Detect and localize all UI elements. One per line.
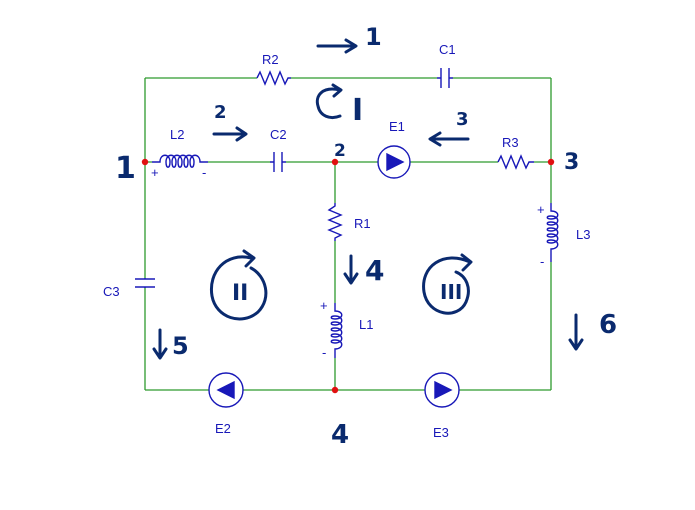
components bbox=[135, 68, 559, 408]
node-2-dot bbox=[331, 158, 339, 166]
branch-2-label: 2 bbox=[214, 102, 227, 123]
source-e1 bbox=[377, 145, 411, 179]
node-2-label: 2 bbox=[334, 141, 346, 161]
polarity-l1-plus: + bbox=[320, 298, 328, 313]
polarity-l1-minus: - bbox=[322, 345, 326, 360]
current-arrow-1 bbox=[316, 38, 358, 54]
current-arrow-3 bbox=[428, 131, 470, 147]
node-3-dot bbox=[547, 158, 555, 166]
label-r3: R3 bbox=[502, 135, 519, 150]
label-r1: R1 bbox=[354, 216, 371, 231]
label-c3: C3 bbox=[103, 284, 120, 299]
inductor-l1 bbox=[330, 303, 343, 358]
capacitor-c1 bbox=[437, 68, 453, 88]
node-4-dot bbox=[331, 386, 339, 394]
nodes bbox=[141, 158, 555, 394]
polarity-l2-plus: + bbox=[151, 165, 159, 180]
label-c2: C2 bbox=[270, 127, 287, 142]
loop-arrow-2 bbox=[209, 249, 268, 321]
loop-2-label: II bbox=[232, 281, 248, 306]
source-e3 bbox=[424, 372, 460, 408]
node-1-dot bbox=[141, 158, 149, 166]
current-arrow-5 bbox=[152, 328, 168, 360]
label-e1: E1 bbox=[389, 119, 405, 134]
label-l2: L2 bbox=[170, 127, 184, 142]
loop-1-label: I bbox=[352, 93, 363, 128]
handwritten-annotations: 1 2 3 4 1 2 3 4 5 6 I II III bbox=[115, 23, 617, 450]
node-1-label: 1 bbox=[115, 151, 136, 186]
source-e2 bbox=[208, 372, 244, 408]
current-arrow-4 bbox=[343, 254, 359, 285]
capacitor-c2 bbox=[270, 152, 286, 172]
resistor-r3 bbox=[497, 154, 534, 170]
loop-arrow-3 bbox=[422, 253, 473, 315]
resistor-r2 bbox=[256, 70, 291, 86]
branch-6-label: 6 bbox=[599, 310, 617, 340]
loop-3-label: III bbox=[440, 280, 462, 304]
label-r2: R2 bbox=[262, 52, 279, 67]
branch-4-label: 4 bbox=[365, 254, 384, 287]
polarity-l3-plus: + bbox=[537, 202, 545, 217]
current-arrow-6 bbox=[568, 313, 584, 351]
label-e3: E3 bbox=[433, 425, 449, 440]
inductor-l2 bbox=[152, 154, 208, 168]
capacitor-c3 bbox=[135, 278, 155, 288]
label-e2: E2 bbox=[215, 421, 231, 436]
polarity-l3-minus: - bbox=[540, 254, 544, 269]
resistor-r1 bbox=[327, 203, 343, 241]
node-4-label: 4 bbox=[331, 420, 349, 450]
polarity-l2-minus: - bbox=[202, 165, 206, 180]
current-arrow-2 bbox=[212, 126, 248, 142]
inductor-l3 bbox=[546, 203, 559, 262]
label-l1: L1 bbox=[359, 317, 373, 332]
branch-5-label: 5 bbox=[172, 332, 189, 360]
loop-arrow-1 bbox=[315, 83, 343, 120]
label-l3: L3 bbox=[576, 227, 590, 242]
wires bbox=[144, 77, 552, 391]
branch-1-label: 1 bbox=[365, 23, 382, 51]
branch-3-label: 3 bbox=[456, 109, 469, 130]
label-c1: C1 bbox=[439, 42, 456, 57]
node-3-label: 3 bbox=[564, 150, 579, 175]
component-labels: R2 C1 L2 C2 E1 R3 R1 L3 C3 L1 E2 E3 + - … bbox=[103, 42, 590, 440]
